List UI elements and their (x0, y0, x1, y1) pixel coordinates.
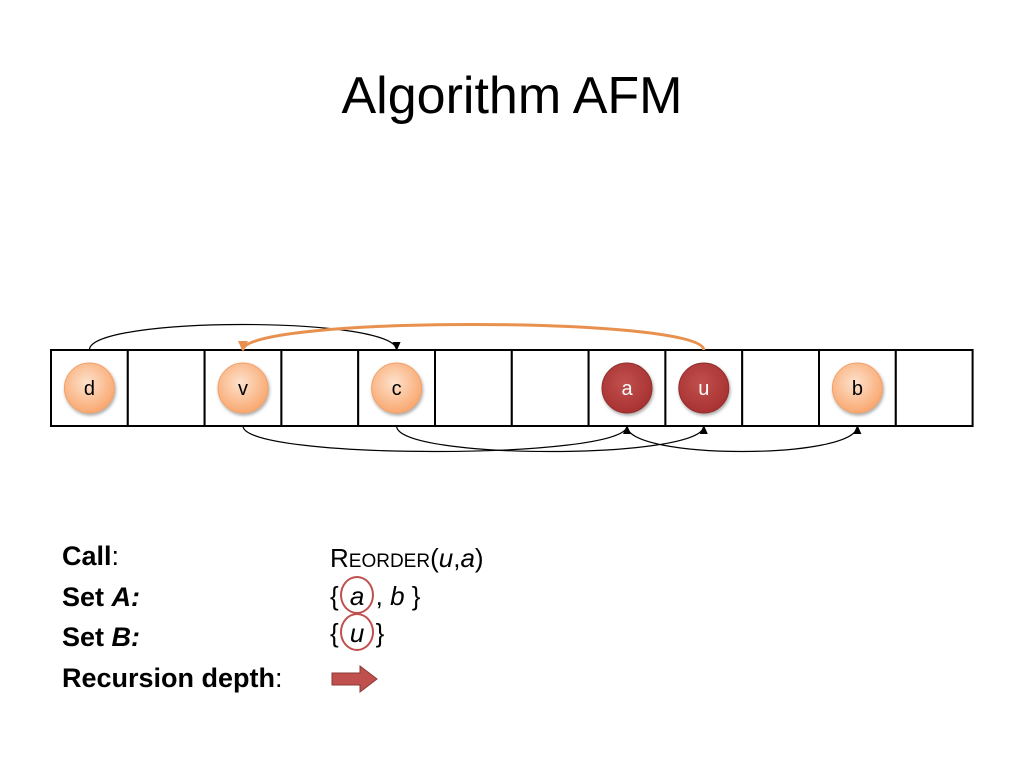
set-b-label: Set (62, 622, 112, 652)
node-circle (601, 362, 653, 414)
call-args-open: ( (430, 543, 439, 573)
node-label: u (698, 378, 709, 400)
node-v: v (217, 362, 269, 414)
node-label: d (84, 378, 95, 400)
set-b-item-u-circled: u (339, 613, 375, 651)
call-arg-1: u (438, 543, 454, 573)
call-label: Call (62, 541, 112, 571)
set-a-item-b: b (390, 581, 405, 611)
call-arg-2: a (460, 543, 475, 573)
right-arrow-icon (331, 664, 378, 694)
node-u: u (678, 362, 730, 414)
call-comma: , (453, 543, 461, 573)
set-a-open: { (330, 581, 346, 611)
node-circle (63, 362, 115, 414)
node-circle (217, 362, 269, 414)
node-label: a (621, 378, 633, 400)
set-b-open: { (330, 618, 346, 648)
edge-arrow (238, 323, 706, 352)
recursion-depth-label: Recursion depth (62, 663, 276, 693)
set-b-value: { u } (330, 613, 385, 651)
node-d: d (63, 362, 115, 414)
set-b-row-label: Set B: (62, 621, 140, 653)
call-value-initial: R (330, 543, 349, 573)
set-a-label: Set (62, 582, 112, 612)
recursion-depth-row-label: Recursion depth: (62, 662, 283, 694)
node-label: c (392, 378, 402, 400)
call-value-rest: EORDER (348, 551, 431, 572)
slide-title: Algorithm AFM (341, 67, 683, 125)
array-cell (741, 349, 821, 427)
array-cell (434, 349, 513, 427)
node-label: v (238, 378, 248, 400)
node-circle (371, 362, 423, 414)
call-row-label: Call: (62, 540, 119, 572)
edge-arrow (626, 425, 862, 453)
array-cell (126, 349, 206, 427)
node-b: b (831, 362, 883, 414)
edge-arrow (242, 425, 631, 453)
set-a-value: { a , b } (330, 576, 421, 614)
array-cell (280, 349, 360, 427)
edge-arrow (396, 425, 708, 453)
set-a-item-a-circled: a (339, 576, 375, 614)
node-c: c (371, 362, 423, 414)
node-label: b (852, 378, 863, 400)
set-a-close: } (404, 581, 421, 611)
recursion-depth-colon: : (275, 663, 283, 693)
call-args-close: ) (474, 543, 484, 573)
set-a-name: A: (111, 582, 141, 612)
set-b-name: B: (111, 622, 141, 652)
set-a-row-label: Set A: (62, 581, 140, 613)
array-cell (894, 349, 974, 427)
call-colon: : (111, 541, 120, 571)
array-cell (510, 349, 590, 427)
array-edges (88, 323, 862, 453)
node-a: a (601, 362, 653, 414)
edge-arrow (88, 323, 401, 351)
set-a-sep: , (368, 581, 391, 611)
node-circle (678, 362, 730, 414)
set-b-close: } (368, 618, 385, 648)
call-value: REORDER(u,a) (330, 542, 484, 578)
node-circle (831, 362, 883, 414)
